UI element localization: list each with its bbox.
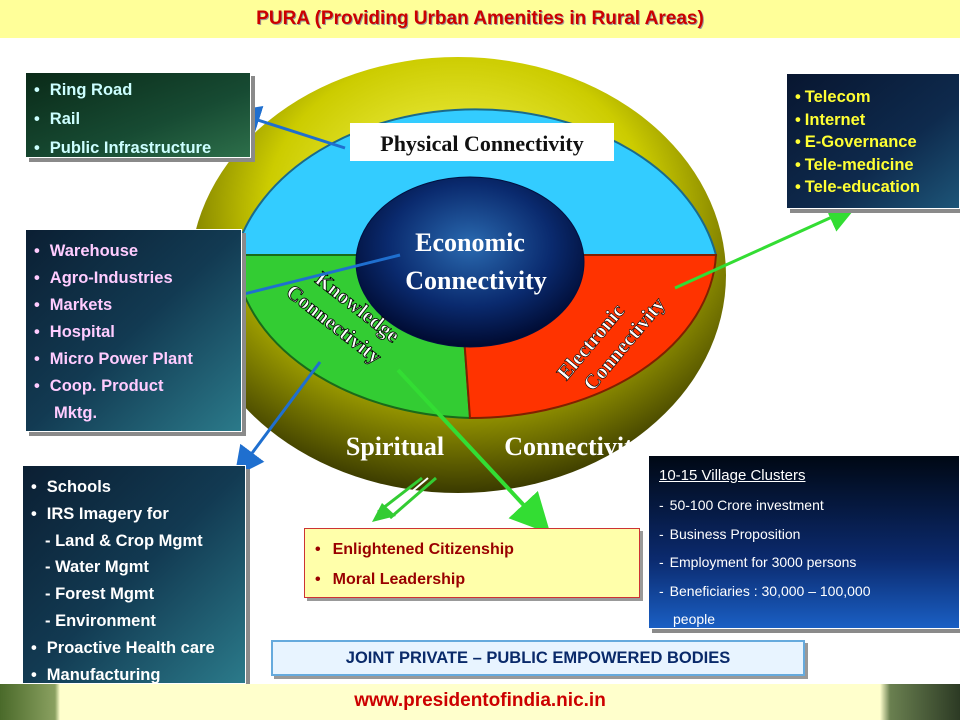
economic-label-line1: Economic (415, 228, 525, 257)
list-item: Schools (31, 474, 237, 501)
list-item: Employment for 3000 persons (659, 548, 949, 577)
list-item: Micro Power Plant (34, 346, 233, 373)
list-item: Tele-education (795, 176, 951, 199)
list-item: E-Governance (795, 131, 951, 154)
economic-items-box: Warehouse Agro-Industries Markets Hospit… (25, 229, 242, 432)
list-item: 50-100 Crore investment (659, 491, 949, 520)
list-item: Moral Leadership (315, 565, 629, 595)
list-item: Agro-Industries (34, 265, 233, 292)
clusters-heading: 10-15 Village Clusters (659, 467, 806, 484)
list-item: Business Proposition (659, 520, 949, 549)
joint-bodies-banner: JOINT PRIVATE – PUBLIC EMPOWERED BODIES (271, 640, 805, 676)
list-item: Ring Road (34, 76, 242, 105)
knowledge-items-box: Schools IRS Imagery for - Land & Crop Mg… (22, 465, 246, 684)
list-item: Public Infrastructure (34, 134, 242, 163)
list-item: Telecom (795, 86, 951, 109)
list-item: people (673, 611, 716, 627)
list-item: Rail (34, 105, 242, 134)
arrow-knowledge-to-spiritual (396, 368, 551, 534)
physical-label-box (350, 123, 614, 161)
arrow-physical (230, 106, 346, 150)
list-item: - Environment (45, 611, 156, 630)
economic-label-line2: Connectivity (405, 266, 547, 295)
title-bar: PURA (Providing Urban Amenities in Rural… (0, 0, 960, 38)
website-url[interactable]: www.presidentofindia.nic.in (354, 690, 606, 711)
list-item: Internet (795, 109, 951, 132)
arrow-electronic (674, 204, 858, 290)
list-item: - Forest Mgmt (45, 585, 155, 604)
list-item: Markets (34, 292, 233, 319)
economic-center (355, 176, 585, 348)
list-item: - Water Mgmt (45, 558, 149, 577)
joint-bodies-label: JOINT PRIVATE – PUBLIC EMPOWERED BODIES (345, 649, 731, 667)
spiritual-label-word1: Spiritual (346, 432, 444, 461)
page-title: PURA (Providing Urban Amenities in Rural… (256, 8, 704, 29)
physical-label: Physical Connectivity (380, 131, 584, 156)
electronic-items-box: Telecom Internet E-Governance Tele-medic… (786, 73, 960, 209)
spiritual-label-word2: Connectivity (504, 432, 646, 461)
list-item: Hospital (34, 319, 233, 346)
list-item: Warehouse (34, 238, 233, 265)
spiritual-items-box: Enlightened Citizenship Moral Leadership (304, 528, 640, 598)
list-item: Mktg. (54, 404, 98, 422)
village-clusters-box: 10-15 Village Clusters 50-100 Crore inve… (648, 455, 960, 629)
list-item: Tele-medicine (795, 154, 951, 177)
list-item: - Land & Crop Mgmt (45, 531, 203, 550)
list-item: IRS Imagery for (31, 501, 237, 528)
physical-items-box: Ring Road Rail Public Infrastructure (25, 72, 251, 158)
footer-bar (0, 684, 960, 720)
list-item: Beneficiaries : 30,000 – 100,000 (659, 577, 949, 606)
arrow-spiritual (372, 476, 437, 522)
list-item: Enlightened Citizenship (315, 535, 629, 565)
list-item: Proactive Health care (31, 635, 237, 662)
list-item: Manufacturing (31, 662, 237, 689)
arrow-knowledge (234, 361, 322, 477)
list-item: Coop. Product (34, 373, 233, 400)
